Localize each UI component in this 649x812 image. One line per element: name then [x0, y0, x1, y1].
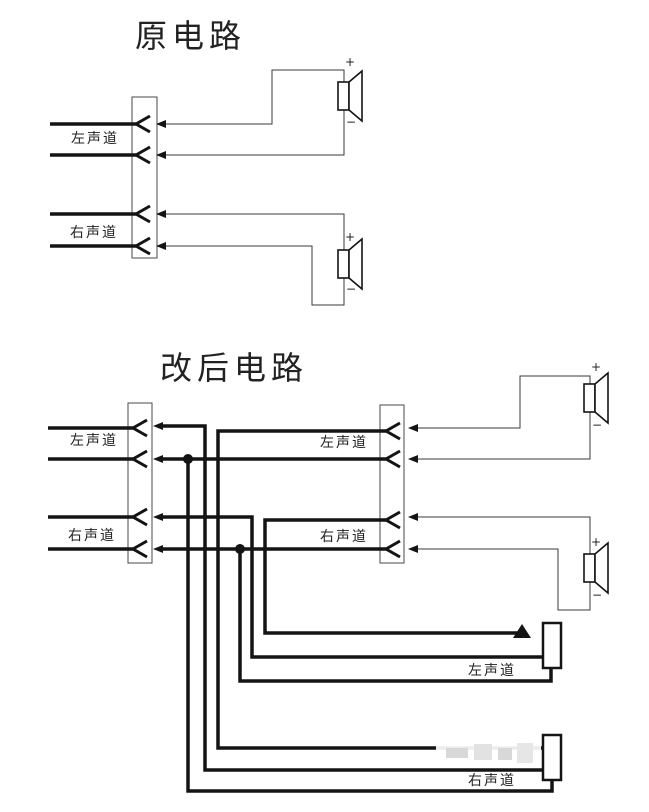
mod-second-connector-2 — [382, 449, 401, 469]
orig-right-speaker-plus: + — [345, 230, 355, 244]
watermark — [436, 738, 541, 768]
mod-right-speaker-wire-plus — [418, 516, 591, 554]
orig-left-speaker-minus: − — [346, 115, 356, 129]
orig-left-speaker-icon — [337, 69, 363, 123]
mod-left-wire-to-lower-unit — [163, 424, 543, 772]
mod-left-junction-wire — [186, 459, 554, 793]
orig-right-speaker-wire-minus — [166, 245, 345, 306]
mod-right-speaker-icon — [583, 541, 609, 595]
original-circuit-title: 原电路 — [135, 17, 246, 55]
mod-left-speaker-minus: − — [592, 418, 602, 432]
added-unit-right — [541, 733, 563, 782]
modified-circuit-title: 改后电路 — [160, 349, 308, 387]
mod-upper-unit-arrow — [513, 624, 531, 638]
mod-left-speaker-plus: + — [591, 360, 601, 374]
mod-second-output-arrow-3 — [408, 513, 418, 521]
modified-circuit: 改后电路 左声道 右声道 左声道 — [48, 349, 609, 793]
orig-left-speaker-wire-plus — [166, 69, 345, 125]
orig-left-output-arrow-1 — [156, 120, 166, 128]
orig-right-channel-label: 右声道 — [70, 225, 118, 241]
mod-right-output-arrow-2 — [153, 545, 163, 553]
mod-left-output-arrow-2 — [153, 455, 163, 463]
orig-right-speaker-minus: − — [346, 282, 356, 296]
mod-right-connector-1 — [129, 507, 148, 527]
orig-left-speaker-plus: + — [345, 55, 355, 69]
mod-right-junction-wire — [238, 549, 553, 683]
mod-left-connector-1 — [129, 418, 148, 438]
orig-left-output-arrow-2 — [156, 151, 166, 159]
mod-left-speaker-wire-minus — [418, 412, 591, 460]
orig-right-output-arrow-1 — [156, 210, 166, 218]
orig-left-connector-1 — [132, 114, 151, 134]
mod-right-wire-to-upper-unit — [163, 515, 543, 659]
mod-right-speaker-wire-minus — [418, 548, 591, 611]
mod-right-connector-2 — [129, 539, 148, 559]
modified-second-terminal-block — [379, 404, 405, 564]
mod-left-speaker-icon — [583, 371, 609, 425]
original-circuit: 原电路 左声道 右声道 + − + − — [50, 17, 363, 306]
mod-right-output-arrow-1 — [153, 513, 163, 521]
mod-second-connector-3 — [382, 510, 401, 530]
mod-second-block-left-wire — [216, 429, 554, 750]
added-unit-left — [541, 621, 563, 670]
mod-second-output-arrow-2 — [408, 455, 418, 463]
mod-right-speaker-plus: + — [591, 535, 601, 549]
orig-left-connector-2 — [132, 145, 151, 165]
orig-right-speaker-icon — [337, 237, 363, 291]
added-unit-left-label: 左声道 — [468, 663, 516, 679]
orig-left-channel-label: 左声道 — [71, 131, 119, 147]
mod-right-channel-label: 右声道 — [68, 528, 116, 544]
orig-left-speaker-wire-minus — [166, 110, 345, 156]
modified-input-terminal-block — [127, 402, 153, 564]
mod-left-output-arrow-1 — [153, 422, 163, 430]
mod-second-block-right-wire — [263, 518, 520, 635]
mod-left-speaker-wire-plus — [418, 375, 591, 429]
mod-right-speaker-minus: − — [592, 588, 602, 602]
orig-right-output-arrow-2 — [156, 242, 166, 250]
mod-second-output-arrow-4 — [408, 545, 418, 553]
original-terminal-block — [131, 96, 158, 259]
mod-second-connector-1 — [382, 421, 401, 441]
orig-right-connector-2 — [132, 236, 151, 256]
orig-right-connector-1 — [132, 204, 151, 224]
added-unit-right-label: 右声道 — [468, 773, 516, 789]
mod-left-connector-2 — [129, 449, 148, 469]
orig-right-speaker-wire-plus — [166, 213, 345, 250]
mod-second-output-arrow-1 — [408, 424, 418, 432]
mod-second-right-label: 右声道 — [320, 529, 368, 545]
mod-left-channel-label: 左声道 — [70, 433, 118, 449]
mod-second-connector-4 — [382, 539, 401, 559]
mod-second-left-label: 左声道 — [320, 435, 368, 451]
